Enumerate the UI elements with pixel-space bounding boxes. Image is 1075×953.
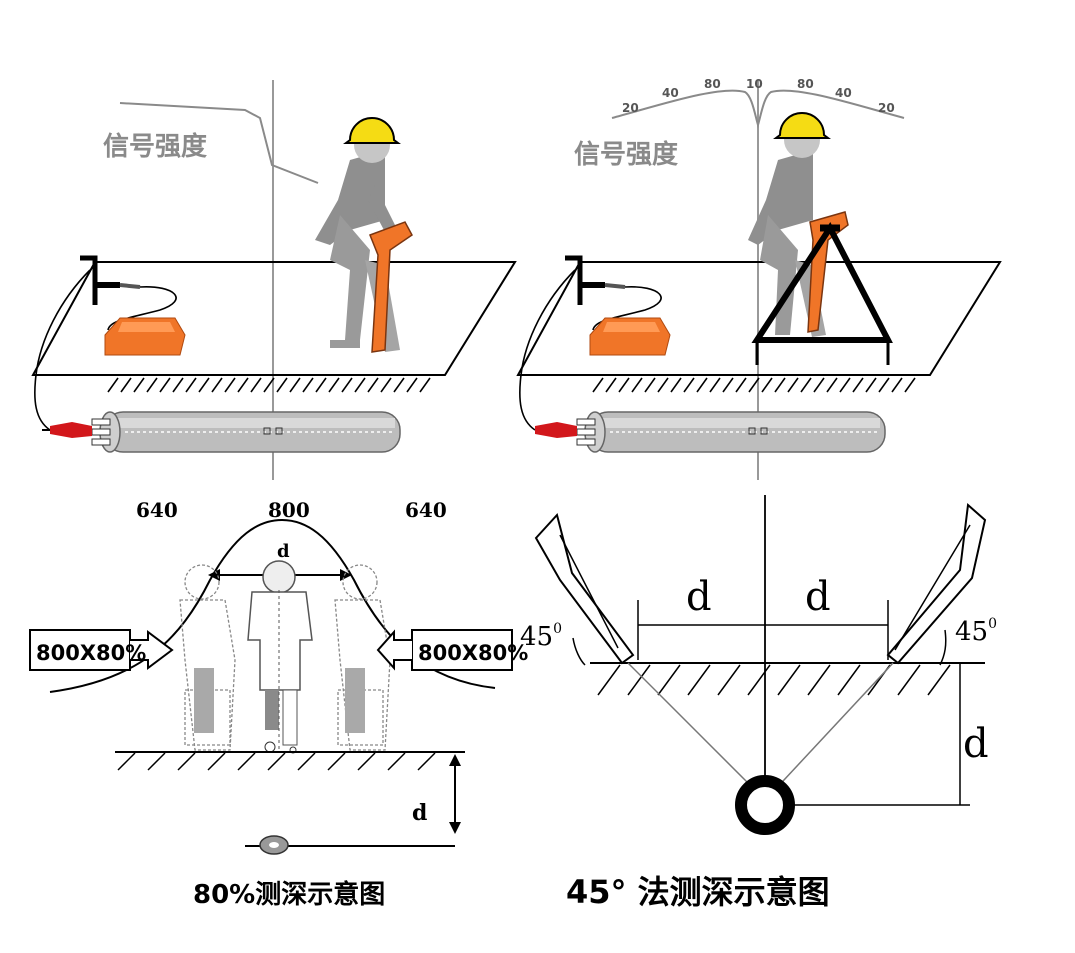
caption-80-percent: 80%测深示意图 xyxy=(193,879,385,910)
scale-label: 80 xyxy=(797,77,814,91)
panel-bottom-right: d d 450 450 d 45° 法测深示意图 xyxy=(520,495,997,911)
callout-left: 800X80% xyxy=(29,629,174,671)
left-45-tool xyxy=(534,512,635,665)
signal-curve xyxy=(119,102,319,184)
buried-pipe xyxy=(99,411,401,453)
panel-top-right: 20 40 80 10 80 40 20 信号强度 xyxy=(516,77,1002,480)
arrow-head-right xyxy=(340,569,352,581)
angle-arc-right xyxy=(939,629,947,666)
panel-top-left: 信号强度 xyxy=(31,80,517,480)
angle-right-value: 45 xyxy=(955,617,988,647)
ground-stake-icon xyxy=(565,255,626,305)
ground-plane xyxy=(516,261,1002,376)
distance-label-left: d xyxy=(686,574,712,620)
callout-right-text: 800X80% xyxy=(418,641,528,665)
scale-label: 80 xyxy=(704,77,721,91)
angle-left-value: 45 xyxy=(520,622,553,652)
scale-label: 10 xyxy=(746,77,763,91)
depth-arrow-head-bottom xyxy=(449,822,461,834)
left-signal-value: 640 xyxy=(136,498,178,522)
arrow-head-left xyxy=(208,569,220,581)
scale-label: 20 xyxy=(878,101,895,115)
ground-plane xyxy=(31,261,517,376)
top-depth-label: d xyxy=(277,541,290,562)
center-figure xyxy=(247,560,313,754)
soil-hatching xyxy=(597,664,951,696)
angle-label-left: 450 xyxy=(520,621,562,652)
angle-arc-left xyxy=(572,637,586,666)
helmet-icon xyxy=(343,117,401,144)
receiver-left xyxy=(194,668,214,733)
center-signal-value: 800 xyxy=(268,498,310,522)
signal-strength-label: 信号强度 xyxy=(574,139,678,170)
scale-label: 40 xyxy=(662,86,679,100)
scale-label: 20 xyxy=(622,101,639,115)
soil-hatching xyxy=(592,377,916,393)
signal-cable xyxy=(34,269,91,431)
scale-label: 40 xyxy=(835,86,852,100)
depth-label: d xyxy=(412,800,427,826)
distance-label-right: d xyxy=(805,574,831,620)
soil-hatching xyxy=(107,377,431,393)
helmet-icon xyxy=(773,112,831,139)
angle-left-sup: 0 xyxy=(553,621,562,637)
ground-stake-icon xyxy=(80,255,141,305)
triangle-frame xyxy=(751,222,893,365)
buried-pipe xyxy=(584,411,886,453)
callout-left-text: 800X80% xyxy=(36,641,146,665)
pipe-cross-section xyxy=(735,775,795,835)
clip-connector-icon xyxy=(535,418,596,446)
clip-connector-icon xyxy=(42,418,111,446)
panel-bottom-left: 640 800 640 d xyxy=(29,498,528,910)
right-signal-value: 640 xyxy=(405,498,447,522)
transmitter-icon xyxy=(104,317,186,356)
signal-cable xyxy=(519,269,576,431)
pipe-bore xyxy=(269,842,279,848)
sight-line-right xyxy=(769,662,894,796)
depth-label: d xyxy=(963,721,989,767)
caption-45-degree: 45° 法测深示意图 xyxy=(566,873,830,911)
angle-right-sup: 0 xyxy=(988,616,997,632)
soil-hatching xyxy=(117,752,436,771)
depth-arrow-head-top xyxy=(449,754,461,766)
receiver-right xyxy=(345,668,365,733)
angle-label-right: 450 xyxy=(955,616,997,647)
transmitter-icon xyxy=(589,317,671,356)
signal-scale-labels: 20 40 80 10 80 40 20 xyxy=(622,77,895,115)
receiver-icon xyxy=(369,221,413,353)
callout-right: 800X80% xyxy=(376,629,528,671)
signal-null-curve xyxy=(611,89,905,129)
sight-line-left xyxy=(627,662,761,796)
signal-strength-label: 信号强度 xyxy=(103,131,207,162)
